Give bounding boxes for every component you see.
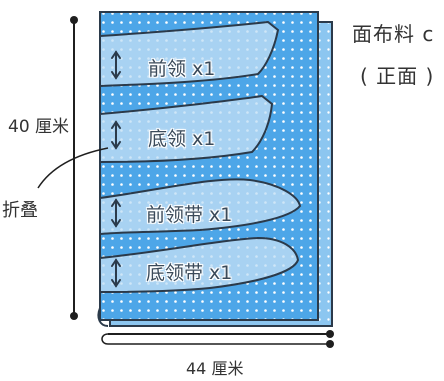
piece-label-front-collar: 前领 x1 (148, 58, 216, 80)
piece-label-front-collar-band: 前领带 x1 (146, 204, 233, 226)
grain-arrow-icon (111, 50, 121, 80)
fabric-side-label: ( 正面 ) (360, 64, 435, 88)
pattern-piece-under-collar-band (99, 236, 300, 294)
height-dimension-label: 40 厘米 (8, 117, 70, 137)
pattern-piece-under-collar (99, 94, 274, 164)
pattern-piece-front-collar (99, 20, 280, 88)
fold-label: 折叠 (2, 200, 38, 221)
pattern-piece-front-collar-band (99, 178, 302, 236)
piece-label-under-collar: 底领 x1 (148, 128, 216, 150)
fold-pointer-line (37, 147, 109, 189)
grain-arrow-icon (111, 120, 121, 150)
width-dimension-label: 44 厘米 (186, 359, 244, 378)
fabric-name-label: 面布料 c (352, 22, 435, 46)
height-dimension-line (70, 16, 78, 320)
grain-arrow-icon (111, 258, 121, 288)
grain-arrow-icon (111, 198, 121, 228)
piece-label-under-collar-band: 底领带 x1 (146, 262, 233, 284)
fold-edge-curl (97, 307, 109, 327)
width-dimension-line (101, 330, 334, 348)
